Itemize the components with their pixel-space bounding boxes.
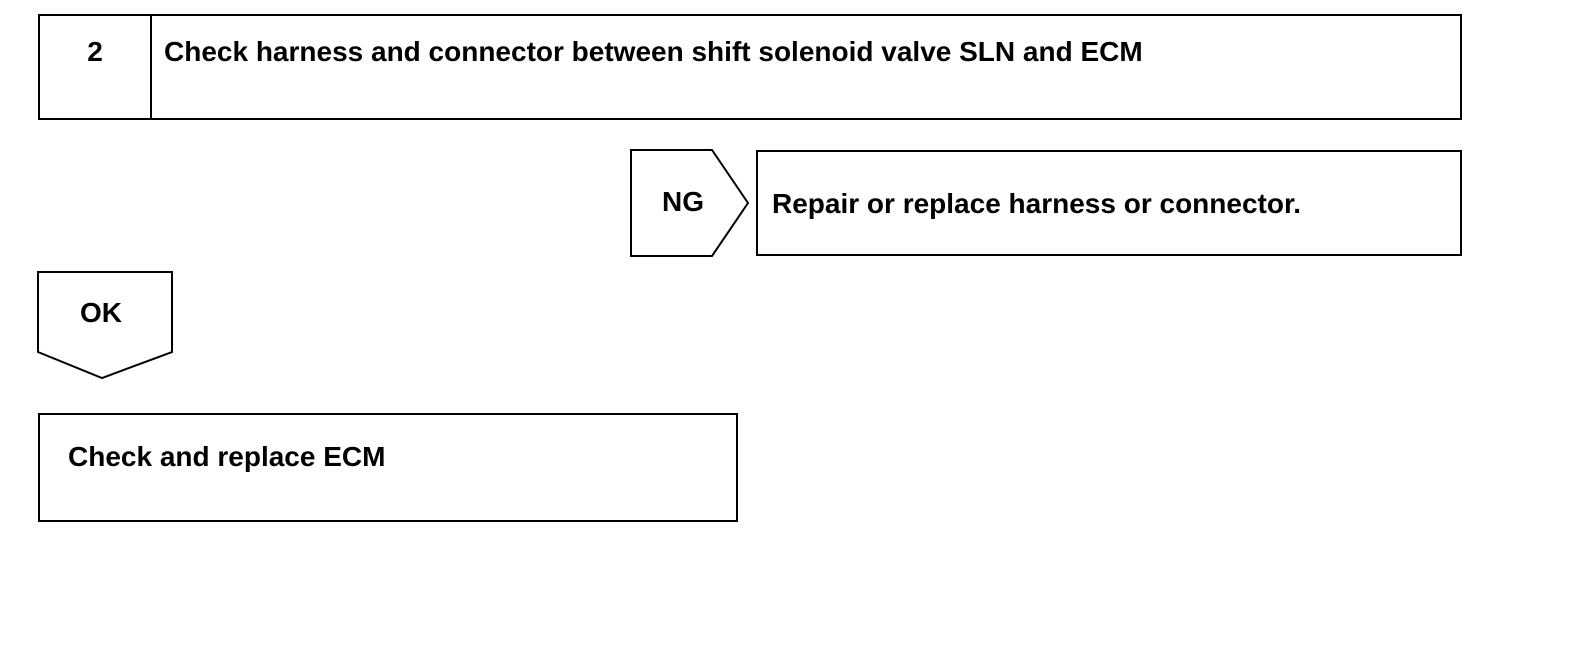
ok-action-text: Check and replace ECM <box>68 441 386 472</box>
ok-action-box: Check and replace ECM <box>38 413 738 522</box>
step-title: Check harness and connector between shif… <box>164 36 1143 67</box>
ng-label: NG <box>662 186 704 217</box>
ng-action-text: Repair or replace harness or connector. <box>772 188 1302 219</box>
step-box: 2 Check harness and connector between sh… <box>38 14 1462 120</box>
step-number: 2 <box>40 16 152 118</box>
ng-action-box: Repair or replace harness or connector. <box>756 150 1462 256</box>
ok-label: OK <box>80 297 122 328</box>
